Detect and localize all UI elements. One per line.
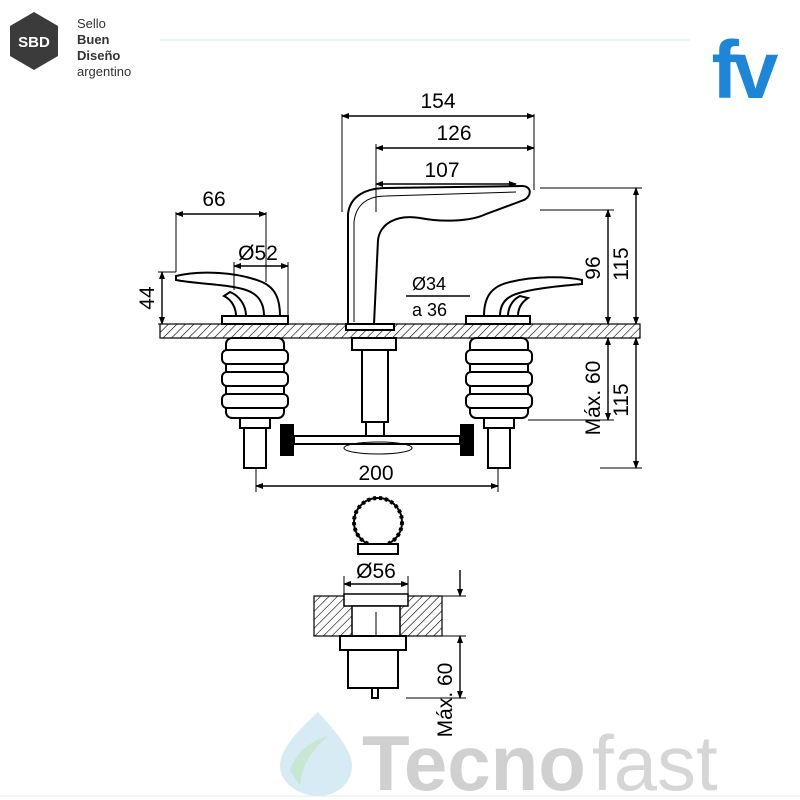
dim-44-label: 44 [136,286,159,310]
connector-pipe [293,435,461,455]
dim-o52-label: Ø52 [238,242,278,265]
sbd-line-3: Diseño [77,48,120,63]
sbd-line-1: Sello [77,16,106,31]
right-handle [465,276,583,325]
spout [345,184,531,331]
drop-icon [280,712,352,796]
sbd-line-2: Buen [77,32,110,47]
right-valve-body [460,337,533,469]
dim-a36-label: a 36 [412,300,447,320]
dim-107-label: 107 [424,159,459,182]
tecnofast-watermark: Tecno fast [280,712,718,800]
dim-drain-max60-label: Máx. 60 [434,663,457,738]
dim-115-top-label: 115 [610,247,633,280]
sbd-hexagon-icon [10,12,58,70]
dim-154-label: 154 [420,90,455,113]
sbd-badge: SBD Sello Buen Diseño argentino [10,12,131,79]
spout-shank [351,337,397,445]
countertop-section [159,323,641,339]
left-handle [175,271,289,325]
dim-96-label: 96 [582,256,605,279]
tecno-wordmark: Tecno [362,719,586,800]
fv-logo: fv [712,25,779,116]
dim-115-bottom-label: 115 [610,383,633,416]
dim-max60-label: Máx. 60 [582,361,605,436]
drain-cap-top-view [352,496,404,555]
sbd-badge-text: SBD [18,34,50,51]
sbd-line-4: argentino [77,64,131,79]
dim-200-label: 200 [358,462,393,485]
dim-66-label: 66 [202,188,225,211]
dim-o34-label: Ø34 [412,274,446,294]
dim-126-label: 126 [436,122,471,145]
dim-o56-label: Ø56 [356,560,396,583]
drain-assembly [313,593,443,699]
left-valve-body [221,337,294,469]
fast-wordmark: fast [592,719,718,800]
